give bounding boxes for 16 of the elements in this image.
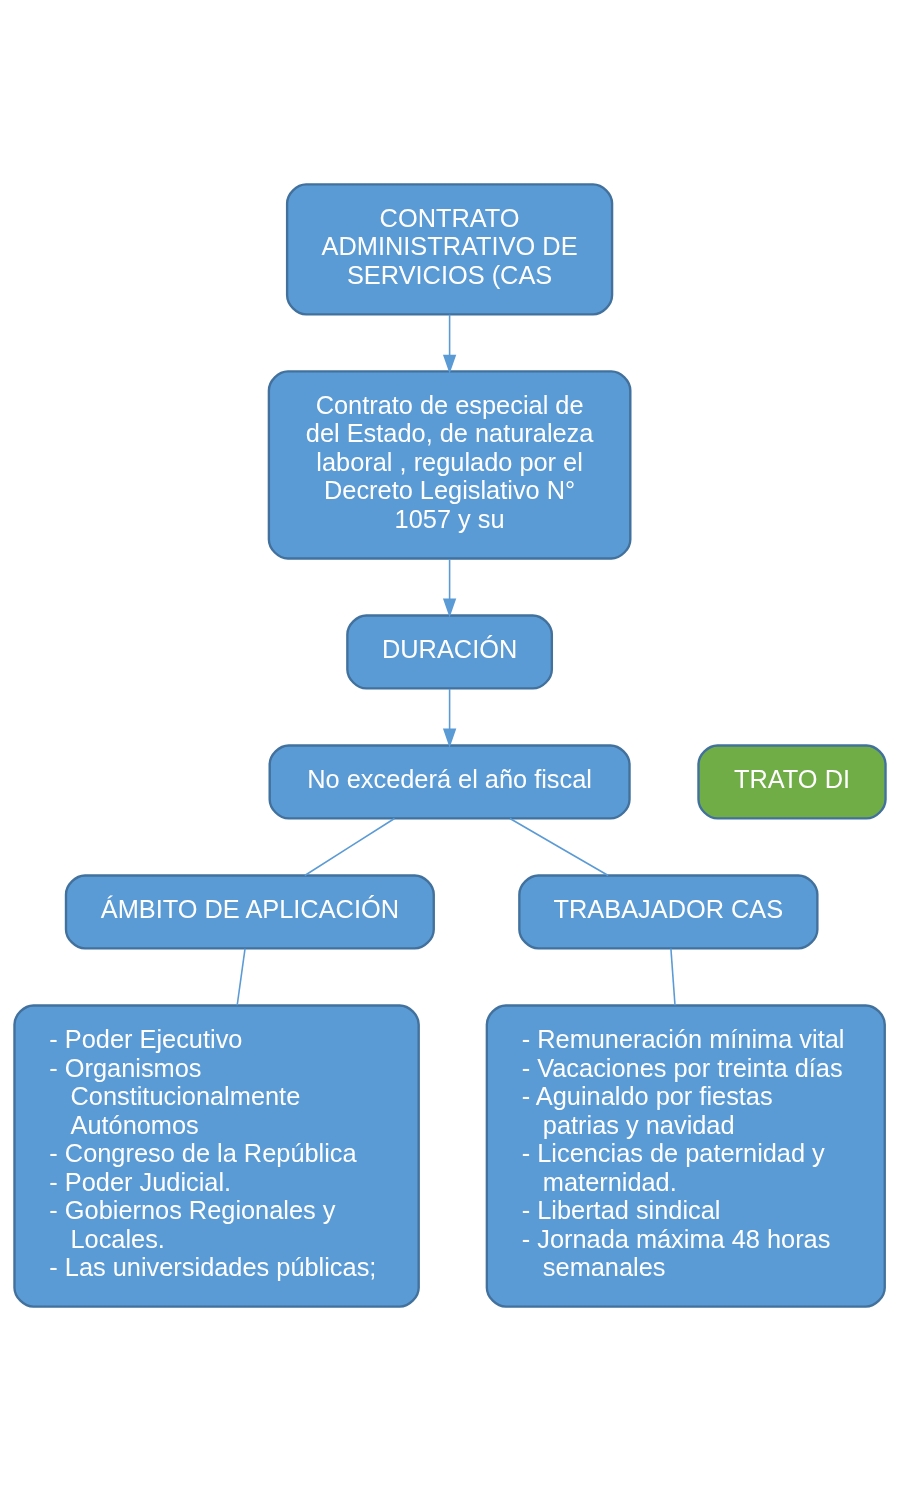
- node-box: DURACIÓN: [346, 614, 554, 690]
- node-box: ÁMBITO DE APLICACIÓN: [64, 874, 435, 950]
- arrow: [442, 688, 457, 748]
- node-box: No excederá el año fiscal: [268, 744, 631, 820]
- connector: [236, 947, 246, 1007]
- connector: [509, 817, 609, 877]
- connector: [304, 817, 396, 877]
- node-box: Contrato de especial de del Estado, de naturaleza laboral , regulado por el Decreto Legislativo N° 1057 y su: [267, 370, 632, 560]
- node-box: - Poder Ejecutivo - Organismos Constitucionalmente Autónomos - Congreso de la República - Poder Judicial. - Gobiernos Regionales y Locales. - Las universidades públicas;: [13, 1004, 420, 1308]
- arrow: [442, 558, 457, 618]
- connector: [670, 947, 676, 1007]
- node-box: TRATO DI: [697, 744, 887, 820]
- node-box: TRABAJADOR CAS: [518, 874, 819, 950]
- arrow: [442, 313, 457, 374]
- node-box: CONTRATO ADMINISTRATIVO DE SERVICIOS (CAS: [285, 183, 614, 316]
- node-box: - Remuneración mínima vital - Vacaciones por treinta días - Aguinaldo por fiestas patrias y navidad - Licencias de paternidad y maternidad. - Libertad sindical - Jornada máxima 48 horas semanales: [485, 1004, 886, 1308]
